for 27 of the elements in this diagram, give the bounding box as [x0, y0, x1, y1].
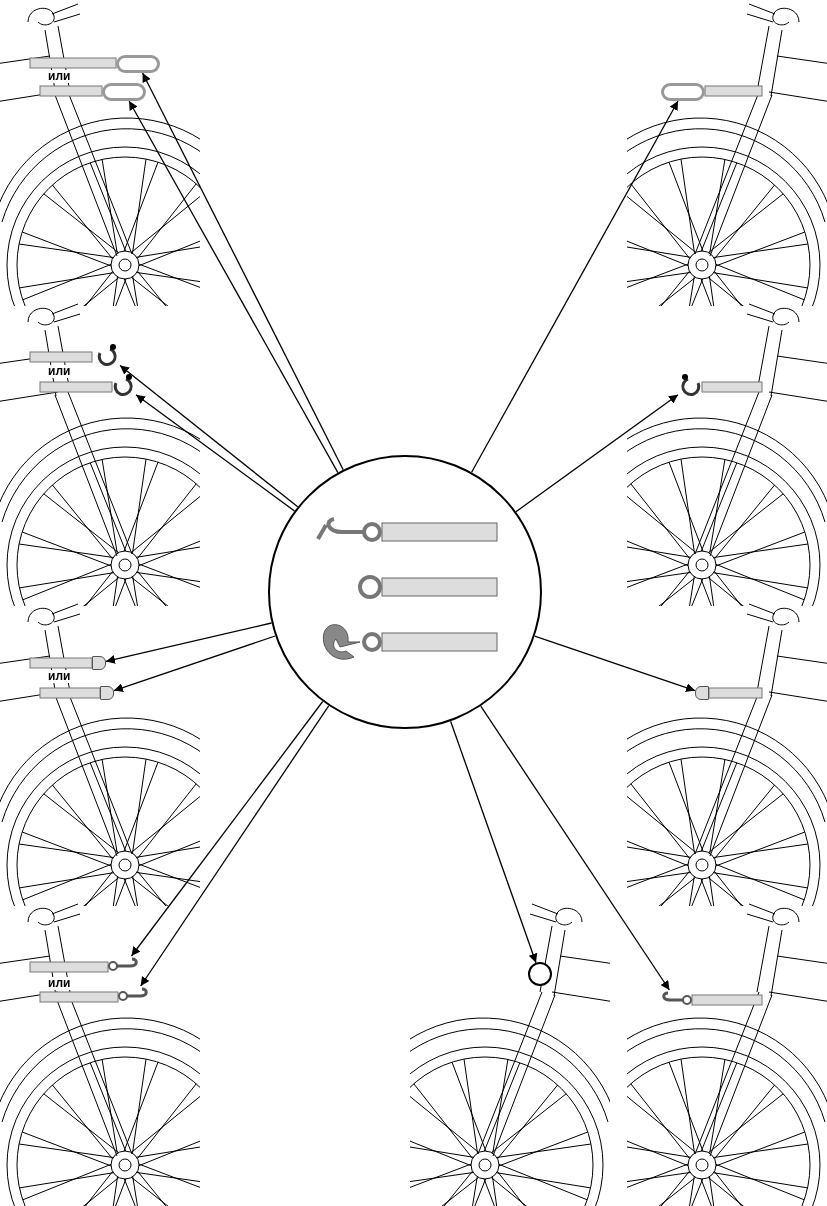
- arrow: [140, 705, 330, 987]
- arrow: [128, 100, 339, 474]
- or-label: или: [46, 977, 73, 990]
- carabiner: [116, 55, 160, 73]
- carabiner: [661, 83, 705, 101]
- or-label: или: [46, 670, 73, 683]
- arrow: [135, 394, 296, 512]
- shackle-drawing: [112, 373, 136, 399]
- arrow: [480, 705, 671, 991]
- arrow: [130, 700, 324, 957]
- or-label: или: [46, 70, 73, 83]
- carabiner: [102, 83, 146, 101]
- shackle-drawing: [96, 343, 120, 369]
- arrow: [449, 720, 538, 964]
- arrow: [105, 622, 273, 664]
- strap-end: [92, 656, 106, 670]
- arrow: [470, 100, 679, 473]
- arrow: [515, 394, 679, 513]
- arrow: [119, 364, 299, 508]
- arrow: [141, 72, 344, 471]
- strap-end: [695, 686, 709, 700]
- or-label: или: [46, 365, 73, 378]
- arrow: [113, 635, 276, 692]
- ring: [528, 962, 552, 986]
- shackle-drawing: [678, 373, 702, 399]
- strap-end: [100, 686, 114, 700]
- arrow: [534, 635, 696, 692]
